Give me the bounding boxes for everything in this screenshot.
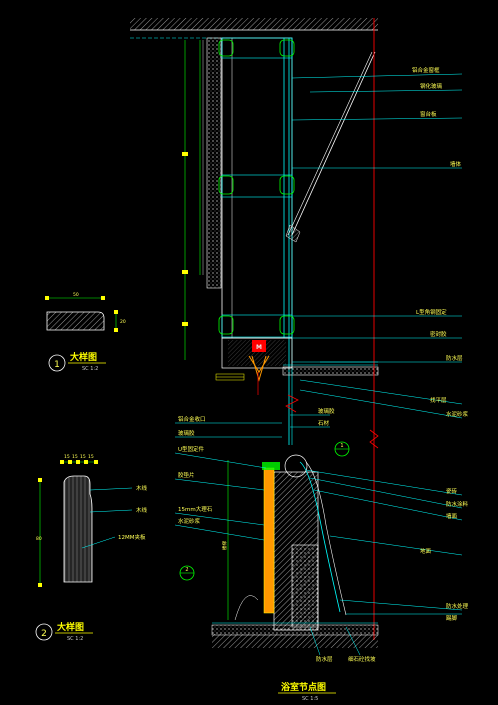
window-frame — [221, 37, 293, 339]
detail-2-dim-side: 80 — [36, 536, 42, 542]
detail-2-dim-3: 15 — [80, 454, 86, 460]
glass-bands — [218, 37, 295, 338]
detail-1-title: 大样图 — [70, 351, 97, 363]
detail-2-number: 2 — [41, 629, 47, 639]
detail-callout-circle — [284, 454, 308, 478]
detail-2-scale: SC 1:2 — [67, 636, 83, 642]
callout-right-13: 地面 — [420, 547, 432, 555]
callout-right-7: 防水层 — [446, 354, 463, 362]
detail-2-title: 大样图 — [57, 621, 84, 633]
callout-right-4: 墙体 — [450, 160, 462, 168]
detail-1-profile — [46, 311, 105, 331]
callout-right-1: 铝合金窗框 — [412, 66, 440, 74]
detail-2-dim-2: 15 — [72, 454, 78, 460]
stair-note: 楼梯 — [221, 541, 228, 550]
callout-right-2: 钢化玻璃 — [420, 82, 443, 90]
detail-1-number-circle — [48, 354, 66, 372]
wall-column — [206, 37, 222, 289]
ceiling-slab — [130, 18, 378, 30]
detail-2-number-circle — [35, 623, 53, 641]
callout-right-6: 密封胶 — [430, 330, 447, 338]
awning-slant — [291, 51, 376, 236]
detail-1: 50 20 1 大样图 SC 1:2 — [45, 292, 126, 372]
main-detail: M 1 2 — [130, 18, 469, 702]
floor-tiles — [211, 624, 379, 636]
vertical-dim-ticks — [182, 152, 188, 326]
left-leaders — [174, 422, 282, 541]
callout-bottom-1: 防水层 — [316, 655, 333, 663]
callout-right-12: 墙面 — [446, 512, 458, 520]
detail-2-profile — [63, 475, 93, 583]
callout-right-10: 瓷砖 — [446, 487, 458, 495]
right-callout-labels: 铝合金窗框 钢化玻璃 窗台板 墙体 L型角钢固定 密封胶 防水层 找平层 水泥砂… — [412, 66, 469, 622]
callout-bottom-2: 细石砼找坡 — [348, 655, 376, 663]
callout-right-3: 窗台板 — [420, 110, 437, 118]
callout-right-14: 防水处理 — [446, 602, 469, 610]
callout-left-2: 玻璃胶 — [178, 429, 195, 437]
detail-2-dim-4: 15 — [88, 454, 94, 460]
detail-2: 15 15 15 15 80 木线 木线 12MM夹板 2 大样图 SC 1:2 — [35, 454, 148, 642]
mid-leaders — [290, 414, 330, 428]
stone-cladding — [263, 467, 275, 614]
section-marker-2: 2 — [185, 567, 188, 573]
callout-left-5: 15mm大理石 — [178, 505, 213, 513]
svg-text:M: M — [256, 344, 262, 351]
callout-right-8: 找平层 — [430, 396, 447, 404]
callout-left-1: 铝合金收口 — [178, 415, 206, 423]
detail-1-number: 1 — [54, 360, 60, 370]
detail-1-scale: SC 1:2 — [82, 366, 98, 372]
detail-1-dim-side: 20 — [120, 319, 126, 325]
callout-right-15: 踢脚 — [446, 614, 458, 622]
anchor-bolt-red — [252, 340, 266, 352]
callout-mid-1: 玻璃胶 — [318, 407, 335, 415]
detail-1-dim-top: 50 — [73, 292, 79, 298]
callout-right-5: L型角钢固定 — [416, 308, 447, 316]
detail-2-callout-2: 木线 — [136, 506, 148, 514]
window-sill-board — [282, 366, 379, 376]
callout-left-4: 胶垫片 — [178, 471, 195, 479]
callout-left-3: U型固定件 — [178, 445, 205, 453]
callout-right-11: 防水涂料 — [446, 500, 469, 508]
section-marker-1: 1 — [340, 443, 343, 449]
detail-2-dim-1: 15 — [64, 454, 70, 460]
detail-2-callout-3: 12MM夹板 — [118, 533, 146, 541]
callout-right-9: 水泥砂浆 — [446, 410, 469, 418]
callout-mid-2: 石材 — [318, 419, 330, 427]
right-leaders — [291, 73, 463, 615]
main-title: 浴室节点图 — [281, 681, 326, 693]
callout-left-6: 水泥砂浆 — [178, 517, 201, 525]
main-scale: SC 1:5 — [302, 696, 318, 702]
detail-2-callout-1: 木线 — [136, 484, 148, 492]
left-callout-labels: 铝合金收口 玻璃胶 U型固定件 胶垫片 15mm大理石 水泥砂浆 — [178, 415, 213, 525]
